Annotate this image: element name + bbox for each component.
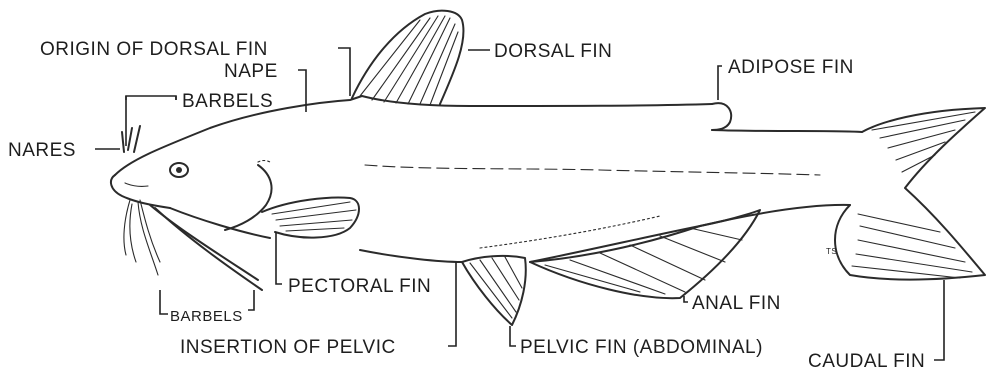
caudal-fin [835, 108, 985, 280]
pelvic-fin [462, 256, 526, 325]
label-dorsal-fin: DORSAL FIN [494, 41, 612, 62]
label-barbels-upper: BARBELS [182, 91, 273, 112]
label-insertion-of-pelvic: INSERTION OF PELVIC [180, 337, 396, 358]
label-barbels-lower: BARBELS [170, 308, 243, 325]
anal-fin [530, 210, 760, 298]
adipose-fin [712, 103, 731, 130]
nares [122, 126, 140, 152]
pectoral-fin [262, 198, 359, 238]
eye [170, 163, 188, 177]
fish-body [111, 96, 862, 262]
label-adipose-fin: ADIPOSE FIN [728, 57, 854, 78]
label-caudal-fin: CAUDAL FIN [808, 351, 925, 372]
label-origin-of-dorsal-fin: ORIGIN OF DORSAL FIN [40, 39, 268, 60]
labels: ORIGIN OF DORSAL FIN DORSAL FIN ADIPOSE … [8, 39, 925, 372]
label-anal-fin: ANAL FIN [692, 293, 781, 314]
artist-initials: TS [826, 247, 837, 256]
label-pelvic-fin: PELVIC FIN (ABDOMINAL) [520, 337, 763, 358]
label-nares: NARES [8, 140, 76, 161]
label-nape: NAPE [224, 61, 278, 82]
barbels [124, 200, 262, 290]
label-pectoral-fin: PECTORAL FIN [288, 276, 431, 297]
dorsal-fin [352, 11, 463, 105]
